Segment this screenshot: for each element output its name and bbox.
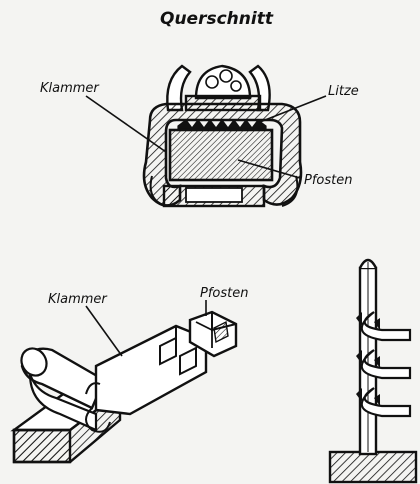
label-litze: Litze (328, 84, 359, 99)
label-klammer-bottom: Klammer (48, 292, 108, 307)
perspective-view (10, 310, 238, 464)
wire-loops (356, 311, 412, 418)
diagram-title: Querschnitt (160, 9, 274, 29)
label-pfosten-top: Pfosten (304, 173, 352, 188)
label-klammer-top: Klammer (40, 81, 100, 96)
leader-litze (259, 95, 327, 123)
cross-section-view (142, 64, 303, 208)
strand-teeth (177, 119, 267, 131)
leader-klammer-bottom (85, 305, 123, 357)
post-side-view (328, 258, 418, 484)
leader-pfosten-top (237, 159, 301, 179)
post-cross-section (168, 128, 274, 182)
label-pfosten-bottom: Pfosten (200, 286, 248, 301)
leader-klammer-top (85, 95, 167, 153)
